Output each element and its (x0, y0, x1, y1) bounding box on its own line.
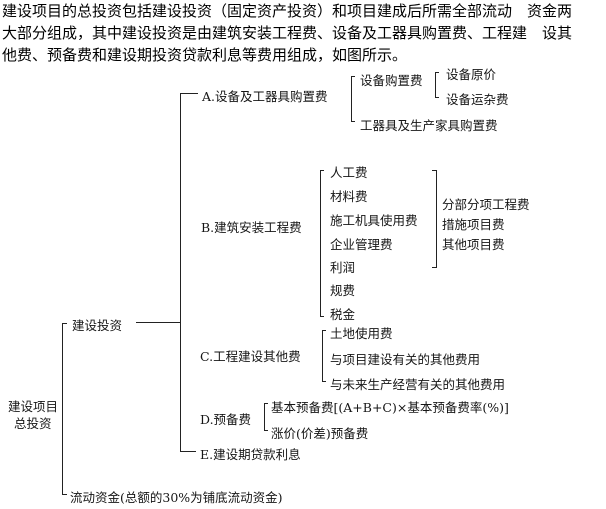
c-item-1: 与项目建设有关的其他费用 (330, 352, 481, 367)
construction-investment-label: 建设投资 (72, 318, 123, 333)
intro-line-3: 他费、预备费和建设期投资贷款利息等费用组成，如图所示。 (2, 46, 408, 64)
bracket-equipment-bottom (435, 97, 439, 98)
b-item-1: 材料费 (330, 189, 368, 204)
bracket-d (264, 403, 265, 431)
bracket-b-right-bottom (432, 267, 436, 268)
branch-a-connector (180, 93, 198, 94)
root-bracket-bottom (62, 494, 67, 495)
b-item-3: 企业管理费 (330, 237, 393, 252)
branch-a-label: A.设备及工器具购置费 (202, 89, 328, 104)
equipment-original-price: 设备原价 (446, 67, 497, 82)
construction-connector (136, 322, 180, 323)
bracket-b (320, 170, 321, 317)
branch-c-label: C.工程建设其他费 (200, 349, 301, 364)
bracket-b-top (320, 170, 324, 171)
c-item-2: 与未来生产经营有关的其他费用 (330, 377, 506, 392)
branch-b-label: B.建筑安装工程费 (201, 220, 302, 235)
working-capital-label: 流动资金(总额的30%为铺底流动资金) (70, 490, 283, 505)
branch-d-label: D.预备费 (200, 412, 252, 427)
d-item-0: 基本预备费[(A+B+C)×基本预备费率(%)] (271, 400, 509, 415)
bracket-equipment (435, 72, 436, 98)
tools-purchase-label: 工器具及生产家具购置费 (360, 118, 498, 133)
root-bracket-top (62, 323, 67, 324)
bracket-c-top (322, 330, 326, 331)
b-item-0: 人工费 (330, 165, 368, 180)
branch-e-label: E.建设期贷款利息 (200, 447, 301, 462)
bracket-c (322, 330, 323, 382)
bracket-a-bottom (351, 121, 355, 122)
bracket-d-bottom (264, 430, 268, 431)
b-group-2: 其他项目费 (442, 237, 505, 252)
b-item-4: 利润 (330, 260, 356, 275)
bracket-a-top (351, 76, 355, 77)
equipment-freight: 设备运杂费 (446, 92, 509, 107)
equipment-purchase-label: 设备购置费 (360, 73, 423, 88)
b-item-2: 施工机具使用费 (330, 213, 418, 228)
bracket-b-right-top (432, 170, 436, 171)
branch-e-connector (180, 451, 196, 452)
main-spine (180, 93, 181, 452)
intro-paragraph: 建设项目的总投资包括建设投资（固定资产投资）和项目建成后所需全部流动 资金两 大… (2, 0, 602, 66)
b-group-1: 措施项目费 (442, 217, 505, 232)
bracket-c-bottom (322, 381, 326, 382)
b-item-6: 税金 (330, 307, 356, 322)
bracket-a (351, 76, 352, 122)
c-item-0: 土地使用费 (330, 326, 393, 341)
bracket-b-bottom (320, 316, 324, 317)
b-group-0: 分部分项工程费 (442, 197, 530, 212)
root-label-line1: 建设项目 (8, 399, 59, 414)
root-bracket (62, 323, 63, 495)
bracket-d-top (264, 403, 268, 404)
b-item-5: 规费 (330, 283, 356, 298)
bracket-b-right (436, 170, 437, 268)
root-label-line2: 总投资 (14, 416, 52, 431)
intro-line-2: 大部分组成，其中建设投资是由建筑安装工程费、设备及工器具购置费、工程建 设其 (2, 24, 573, 42)
d-item-1: 涨价(价差)预备费 (271, 426, 369, 441)
bracket-equipment-top (435, 72, 439, 73)
intro-line-1: 建设项目的总投资包括建设投资（固定资产投资）和项目建成后所需全部流动 资金两 (2, 2, 573, 20)
